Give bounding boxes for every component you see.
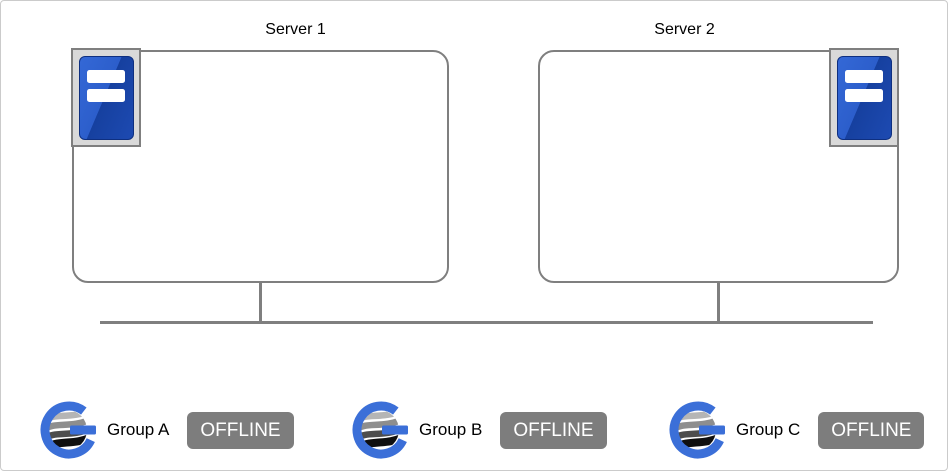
group-c-node[interactable]: Group C OFFLINE bbox=[668, 399, 925, 461]
server-slot bbox=[87, 69, 125, 83]
server-2-title: Server 2 bbox=[654, 21, 715, 38]
server-1-connector-line bbox=[259, 281, 262, 323]
server-slot bbox=[87, 88, 125, 102]
group-b-node[interactable]: Group B OFFLINE bbox=[351, 399, 607, 461]
server-1-title: Server 1 bbox=[265, 21, 326, 38]
server-tower-icon bbox=[71, 48, 141, 147]
group-a-status-badge: OFFLINE bbox=[187, 411, 294, 449]
server-slot bbox=[845, 69, 883, 83]
globe-g-logo-icon bbox=[669, 401, 725, 459]
group-a-label: Group A bbox=[107, 420, 170, 439]
server-slot bbox=[845, 88, 883, 102]
server-tower-icon bbox=[829, 48, 899, 147]
network-bus-line bbox=[100, 321, 873, 324]
server-tower-glyph bbox=[836, 55, 892, 140]
globe-g-logo-icon bbox=[352, 401, 408, 459]
group-a-node[interactable]: Group A OFFLINE bbox=[39, 399, 294, 461]
server-2-connector-line bbox=[717, 281, 720, 323]
group-c-label: Group C bbox=[736, 420, 801, 439]
server-tower-glyph bbox=[78, 55, 134, 140]
group-c-status-badge: OFFLINE bbox=[818, 411, 925, 449]
globe-g-logo-icon bbox=[40, 401, 96, 459]
group-b-label: Group B bbox=[419, 420, 483, 439]
group-b-status-badge: OFFLINE bbox=[500, 411, 607, 449]
